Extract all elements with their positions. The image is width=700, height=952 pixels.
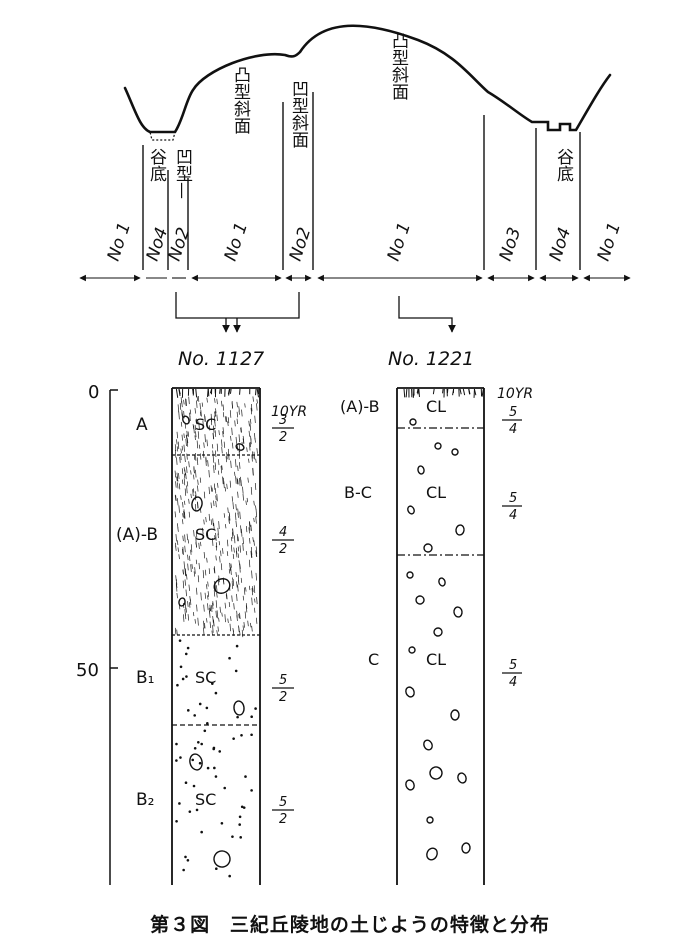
zone-label-zone-8: No4: [546, 225, 576, 263]
slope-label-concave-slope: 凹型—: [172, 148, 193, 199]
depth-tick-0: 0: [88, 382, 99, 403]
figure-caption: 第３図 三紀丘陵地の土じようの特徴と分布: [0, 910, 700, 937]
texture-label-1127: SC: [195, 790, 216, 809]
depth-axis: 0 50: [76, 382, 118, 885]
munsell-chroma-1127: 2: [279, 542, 287, 557]
zone-label-zone-6: No 1: [384, 220, 415, 264]
zone-label-zone-5: No2: [286, 225, 316, 263]
slope-label-valley-bottom-left: 谷底: [146, 148, 167, 182]
munsell-chroma-1221: 4: [509, 508, 517, 523]
texture-label-1221: CL: [426, 397, 446, 416]
horizon-label-1127: B₂: [136, 790, 154, 810]
color-system-1127: 10YR: [271, 404, 307, 420]
figure-title: 三紀丘陵地の土じようの特徴と分布: [229, 914, 550, 936]
horizon-label-1127: (A)-B: [116, 525, 158, 545]
texture-label-1127: SC: [195, 668, 216, 687]
texture-label-1221: CL: [426, 483, 446, 502]
figure-number: 第３図: [150, 914, 211, 936]
munsell-value-1221: 5: [509, 405, 517, 420]
munsell-value-1127: 5: [279, 673, 287, 688]
sample-connectors: [175, 292, 456, 333]
texture-label-1127: SC: [195, 415, 216, 434]
profile-name-1221: No. 1221: [388, 348, 474, 370]
slope-boundaries: [142, 92, 581, 270]
horizon-label-1221: B-C: [344, 483, 372, 502]
depth-tick-50: 50: [76, 660, 99, 681]
munsell-value-1127: 4: [279, 525, 287, 540]
horizon-label-1221: (A)-B: [340, 397, 380, 416]
munsell-value-1221: 5: [509, 491, 517, 506]
munsell-chroma-1127: 2: [279, 430, 287, 445]
munsell-chroma-1221: 4: [509, 675, 517, 690]
slope-labels: 谷底凹型—凸型斜面凹型斜面凸型斜面谷底: [146, 32, 574, 199]
munsell-value-1127: 5: [279, 795, 287, 810]
slope-label-convex-slope-left: 凸型斜面: [230, 66, 251, 134]
horizon-label-1221: C: [368, 650, 379, 669]
zone-label-zone-1: No 1: [104, 220, 135, 264]
munsell-chroma-1221: 4: [509, 422, 517, 437]
valley-fill-left: [149, 131, 176, 141]
slope-label-convex-slope-right: 凸型斜面: [388, 32, 409, 100]
zone-label-zone-7: No3: [496, 225, 526, 263]
slope-label-valley-bottom-right: 谷底: [553, 148, 574, 182]
munsell-chroma-1127: 2: [279, 812, 287, 827]
terrain-profile-line: [123, 24, 612, 134]
profile-name-1127: No. 1127: [178, 348, 264, 370]
munsell-chroma-1127: 2: [279, 690, 287, 705]
zone-label-zone-9: No 1: [594, 220, 625, 264]
texture-label-1127: SC: [195, 525, 216, 544]
color-system-1221: 10YR: [497, 386, 533, 402]
munsell-value-1221: 5: [509, 658, 517, 673]
slope-label-concave-slope-mid: 凹型斜面: [288, 80, 309, 148]
texture-label-1221: CL: [426, 650, 446, 669]
horizon-label-1127: B₁: [136, 668, 154, 688]
horizon-label-1127: A: [136, 415, 148, 435]
munsell-value-1127: 3: [279, 413, 287, 428]
zone-label-zone-4: No 1: [221, 220, 252, 264]
